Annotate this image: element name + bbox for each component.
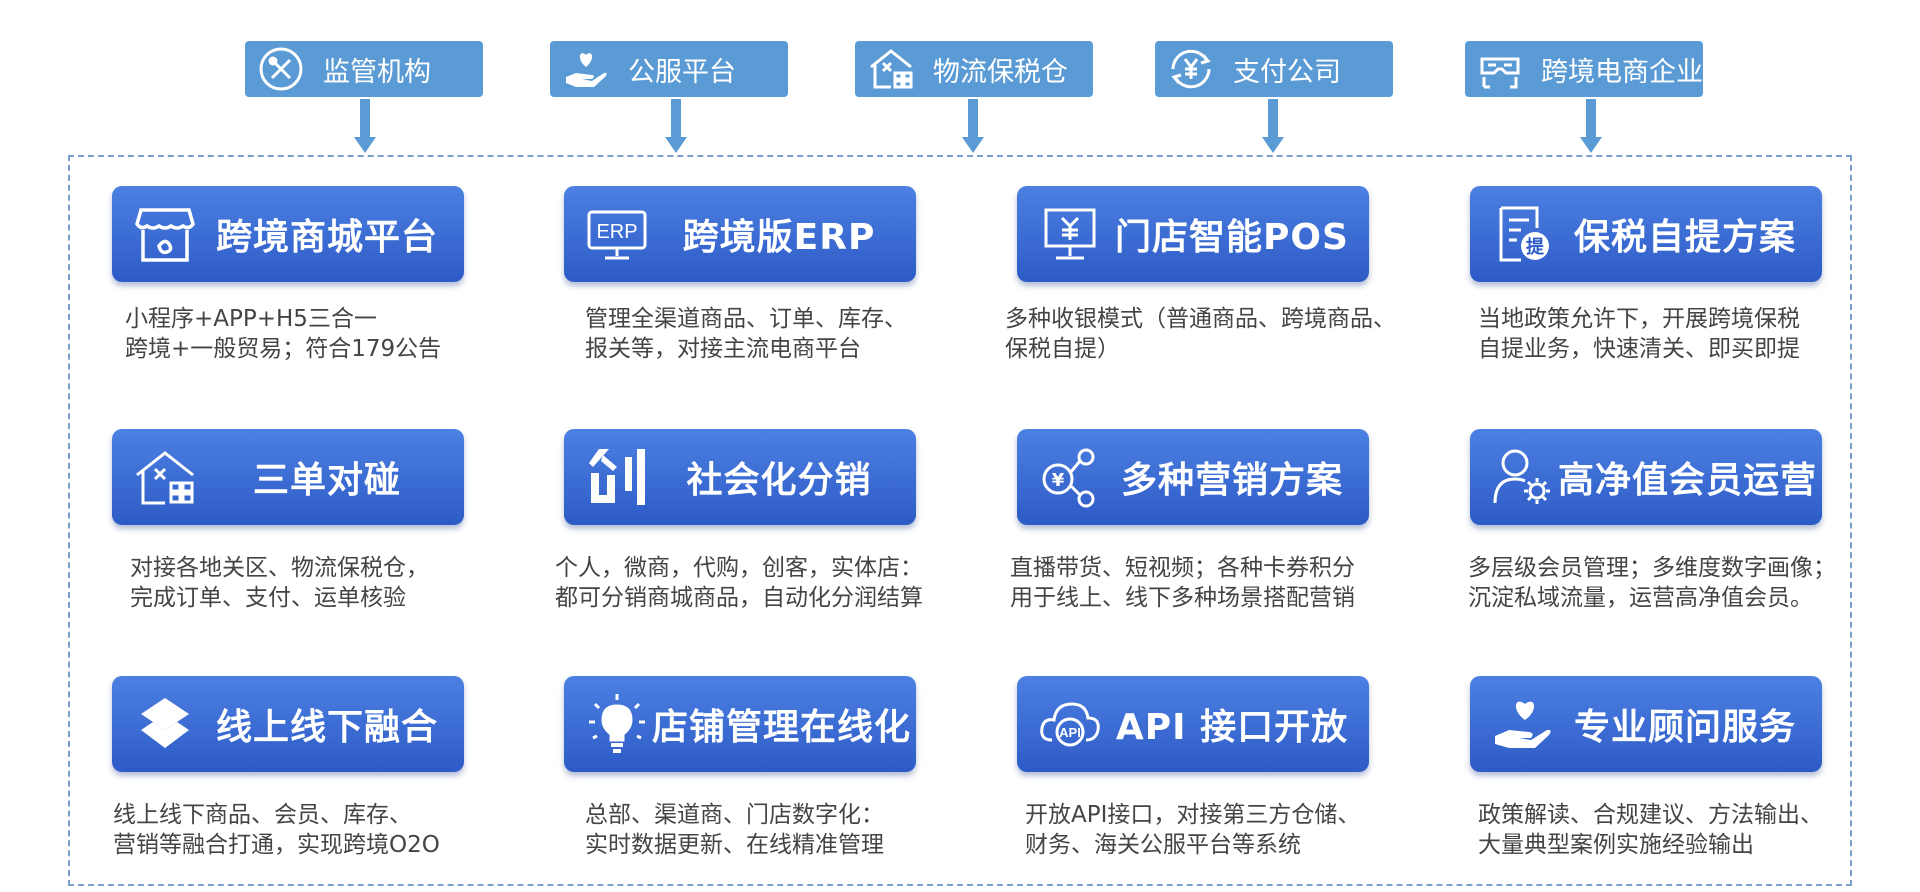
card-store-pos: 门店智能POS	[1017, 186, 1369, 282]
tag-label: 支付公司	[1233, 56, 1341, 88]
description-line: 多层级会员管理；多维度数字画像；	[1468, 555, 1836, 581]
ti-text: 提	[1526, 236, 1545, 258]
card-social-distribution: 社会化分销	[564, 429, 916, 525]
down-arrow-icon	[354, 99, 376, 153]
card-description: 线上线下商品、会员、库存、 营销等融合打通，实现跨境O2O	[113, 800, 513, 860]
card-description: 多种收银模式（普通商品、跨境商品、 保税自提）	[1005, 304, 1405, 364]
down-arrow-icon	[665, 99, 687, 153]
card-cross-border-erp: ERP 跨境版ERP	[564, 186, 916, 282]
pickup-document-icon: 提	[1488, 199, 1558, 269]
down-arrow-icon	[962, 99, 984, 153]
card-title: 店铺管理在线化	[652, 707, 912, 748]
description-line: 直播带货、短视频；各种卡券积分	[1010, 555, 1355, 581]
card-description: 开放API接口，对接第三方仓储、 财务、海关公服平台等系统	[1025, 800, 1425, 860]
tag-cross-border-enterprise: 跨境电商企业	[1465, 41, 1703, 97]
description-line: 开放API接口，对接第三方仓储、	[1025, 802, 1361, 828]
card-title: 多种营销方案	[1120, 460, 1343, 501]
card-description: 小程序+APP+H5三合一 跨境+一般贸易；符合179公告	[125, 304, 525, 364]
down-arrow-icon	[1262, 99, 1284, 153]
card-description: 对接各地关区、物流保税仓， 完成订单、支付、运单核验	[130, 553, 530, 613]
tag-label: 公服平台	[628, 56, 736, 88]
warehouse-icon	[863, 41, 919, 97]
user-gear-icon	[1488, 442, 1558, 512]
tag-public-service: 公服平台	[550, 41, 788, 97]
description-line: 个人，微商，代购，创客，实体店：	[555, 555, 923, 581]
description-line: 财务、海关公服平台等系统	[1025, 832, 1301, 858]
tag-label: 监管机构	[323, 56, 431, 88]
card-bonded-pickup: 提 保税自提方案	[1470, 186, 1822, 282]
description-line: 多种收银模式（普通商品、跨境商品、	[1005, 306, 1396, 332]
description-line: 报关等，对接主流电商平台	[585, 336, 861, 362]
card-store-management-online: 店铺管理在线化	[564, 676, 916, 772]
solution-frame	[68, 155, 1852, 886]
description-line: 政策解读、合规建议、方法输出、	[1478, 802, 1823, 828]
card-description: 多层级会员管理；多维度数字画像； 沉淀私域流量，运营高净值会员。	[1468, 553, 1868, 613]
description-line: 总部、渠道商、门店数字化：	[585, 802, 884, 828]
card-online-offline-integration: 线上线下融合	[112, 676, 464, 772]
card-title: 社会化分销	[686, 460, 872, 501]
card-marketing-solutions: ¥ 多种营销方案	[1017, 429, 1369, 525]
description-line: 保税自提）	[1005, 336, 1120, 362]
tag-label: 跨境电商企业	[1541, 56, 1703, 88]
description-line: 用于线上、线下多种场景搭配营销	[1010, 585, 1355, 611]
card-description: 政策解读、合规建议、方法输出、 大量典型案例实施经验输出	[1478, 800, 1878, 860]
storefront-icon	[130, 199, 200, 269]
card-title: 跨境版ERP	[682, 217, 876, 258]
card-title: 三单对碰	[252, 460, 401, 501]
description-line: 跨境+一般贸易；符合179公告	[125, 336, 442, 362]
api-cloud-icon: API	[1035, 689, 1105, 759]
api-text: API	[1059, 725, 1081, 740]
description-line: 完成订单、支付、运单核验	[130, 585, 406, 611]
card-triple-document-match: 三单对碰	[112, 429, 464, 525]
warehouse-icon	[130, 442, 200, 512]
pos-terminal-icon	[1035, 199, 1105, 269]
tag-regulator: 监管机构	[245, 41, 483, 97]
erp-text: ERP	[596, 221, 637, 243]
lightbulb-icon	[582, 689, 652, 759]
card-title: 门店智能POS	[1115, 217, 1349, 258]
card-title: 线上线下融合	[215, 707, 438, 748]
card-title: 专业顾问服务	[1573, 707, 1796, 748]
layers-icon	[130, 689, 200, 759]
card-title: 高净值会员运营	[1558, 460, 1818, 501]
wrench-screwdriver-icon	[253, 41, 309, 97]
card-professional-consulting: 专业顾问服务	[1470, 676, 1822, 772]
card-description: 管理全渠道商品、订单、库存、 报关等，对接主流电商平台	[585, 304, 985, 364]
card-description: 个人，微商，代购，创客，实体店： 都可分销商城商品，自动化分润结算	[555, 553, 955, 613]
description-line: 对接各地关区、物流保税仓，	[130, 555, 429, 581]
description-line: 管理全渠道商品、订单、库存、	[585, 306, 907, 332]
card-description: 直播带货、短视频；各种卡券积分 用于线上、线下多种场景搭配营销	[1010, 553, 1410, 613]
chuang-character-icon	[582, 442, 652, 512]
yen-network-icon: ¥	[1035, 442, 1105, 512]
description-line: 当地政策允许下，开展跨境保税	[1478, 306, 1800, 332]
yen-text: ¥	[1052, 470, 1065, 491]
description-line: 自提业务，快速清关、即买即提	[1478, 336, 1800, 362]
tag-payment-company: 支付公司	[1155, 41, 1393, 97]
description-line: 实时数据更新、在线精准管理	[585, 832, 884, 858]
description-line: 线上线下商品、会员、库存、	[113, 802, 412, 828]
card-title: API 接口开放	[1115, 707, 1349, 748]
card-vip-member-operation: 高净值会员运营	[1470, 429, 1822, 525]
vr-glasses-icon	[1473, 41, 1527, 97]
tag-bonded-warehouse: 物流保税仓	[855, 41, 1093, 97]
card-cross-border-mall: 跨境商城平台	[112, 186, 464, 282]
description-line: 都可分销商城商品，自动化分润结算	[555, 585, 923, 611]
card-title: 保税自提方案	[1573, 217, 1796, 258]
description-line: 沉淀私域流量，运营高净值会员。	[1468, 585, 1813, 611]
card-api-open: API API 接口开放	[1017, 676, 1369, 772]
heart-hand-icon	[558, 41, 614, 97]
yen-cycle-icon	[1163, 41, 1219, 97]
description-line: 大量典型案例实施经验输出	[1478, 832, 1754, 858]
tag-label: 物流保税仓	[933, 56, 1068, 88]
description-line: 小程序+APP+H5三合一	[125, 306, 377, 332]
card-description: 总部、渠道商、门店数字化： 实时数据更新、在线精准管理	[585, 800, 985, 860]
heart-hand-icon	[1488, 689, 1558, 759]
down-arrow-icon	[1580, 99, 1602, 153]
description-line: 营销等融合打通，实现跨境O2O	[113, 832, 440, 858]
erp-monitor-icon: ERP	[582, 199, 652, 269]
card-title: 跨境商城平台	[215, 217, 438, 258]
card-description: 当地政策允许下，开展跨境保税 自提业务，快速清关、即买即提	[1478, 304, 1878, 364]
